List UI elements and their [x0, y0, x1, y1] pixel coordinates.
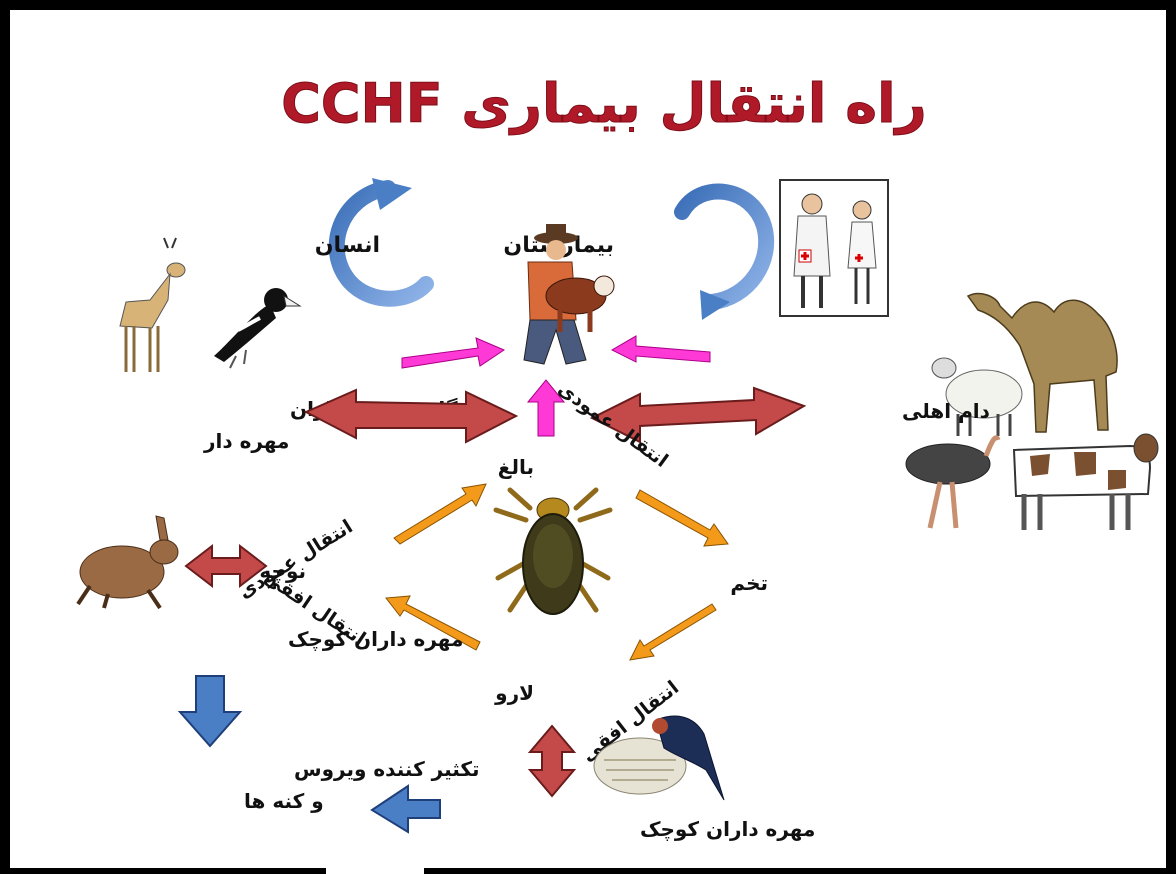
sheep-icon	[932, 358, 1022, 436]
ostrich-icon	[906, 438, 998, 528]
virus-amplifier-label-line2: و کنه ها	[244, 789, 324, 813]
doctors-icon	[780, 180, 888, 316]
hare-icon	[78, 516, 178, 608]
blue-arrow-left	[372, 786, 440, 832]
egg-label: تخم	[730, 571, 768, 595]
virus-amplifier-label-line1: تکثیر کننده ویروس	[294, 757, 480, 781]
orange-arrow-horizontal-right	[630, 604, 716, 660]
tick-icon	[496, 490, 610, 614]
larva-label: لارو	[494, 681, 534, 705]
gazelle-icon	[120, 238, 185, 372]
orange-arrow-vertical-right	[636, 490, 728, 546]
hospital-cycle-arrow	[682, 191, 766, 320]
magenta-arrow-left	[402, 338, 504, 368]
livestock-label: دام اهلی	[902, 399, 990, 423]
cow-icon	[1014, 434, 1158, 530]
birds-mammals-label-line2: مهره دار	[203, 429, 289, 453]
magenta-arrow-right	[612, 336, 710, 362]
human-label: انسان	[315, 233, 380, 258]
page-title: راه انتقال بیماری CCHF	[281, 72, 926, 135]
red-double-arrow-vertical	[530, 726, 574, 796]
small-vertebrates-left-label: مهره داران کوچک	[288, 627, 463, 652]
blue-arrow-down	[180, 676, 240, 746]
hornbill-icon	[214, 288, 300, 368]
adult-label: بالغ	[498, 455, 534, 479]
orange-arrow-vertical-left	[394, 484, 486, 544]
nymph-label: نوچه	[259, 559, 306, 584]
small-vertebrates-bottom-label: مهره داران کوچک	[640, 817, 815, 842]
